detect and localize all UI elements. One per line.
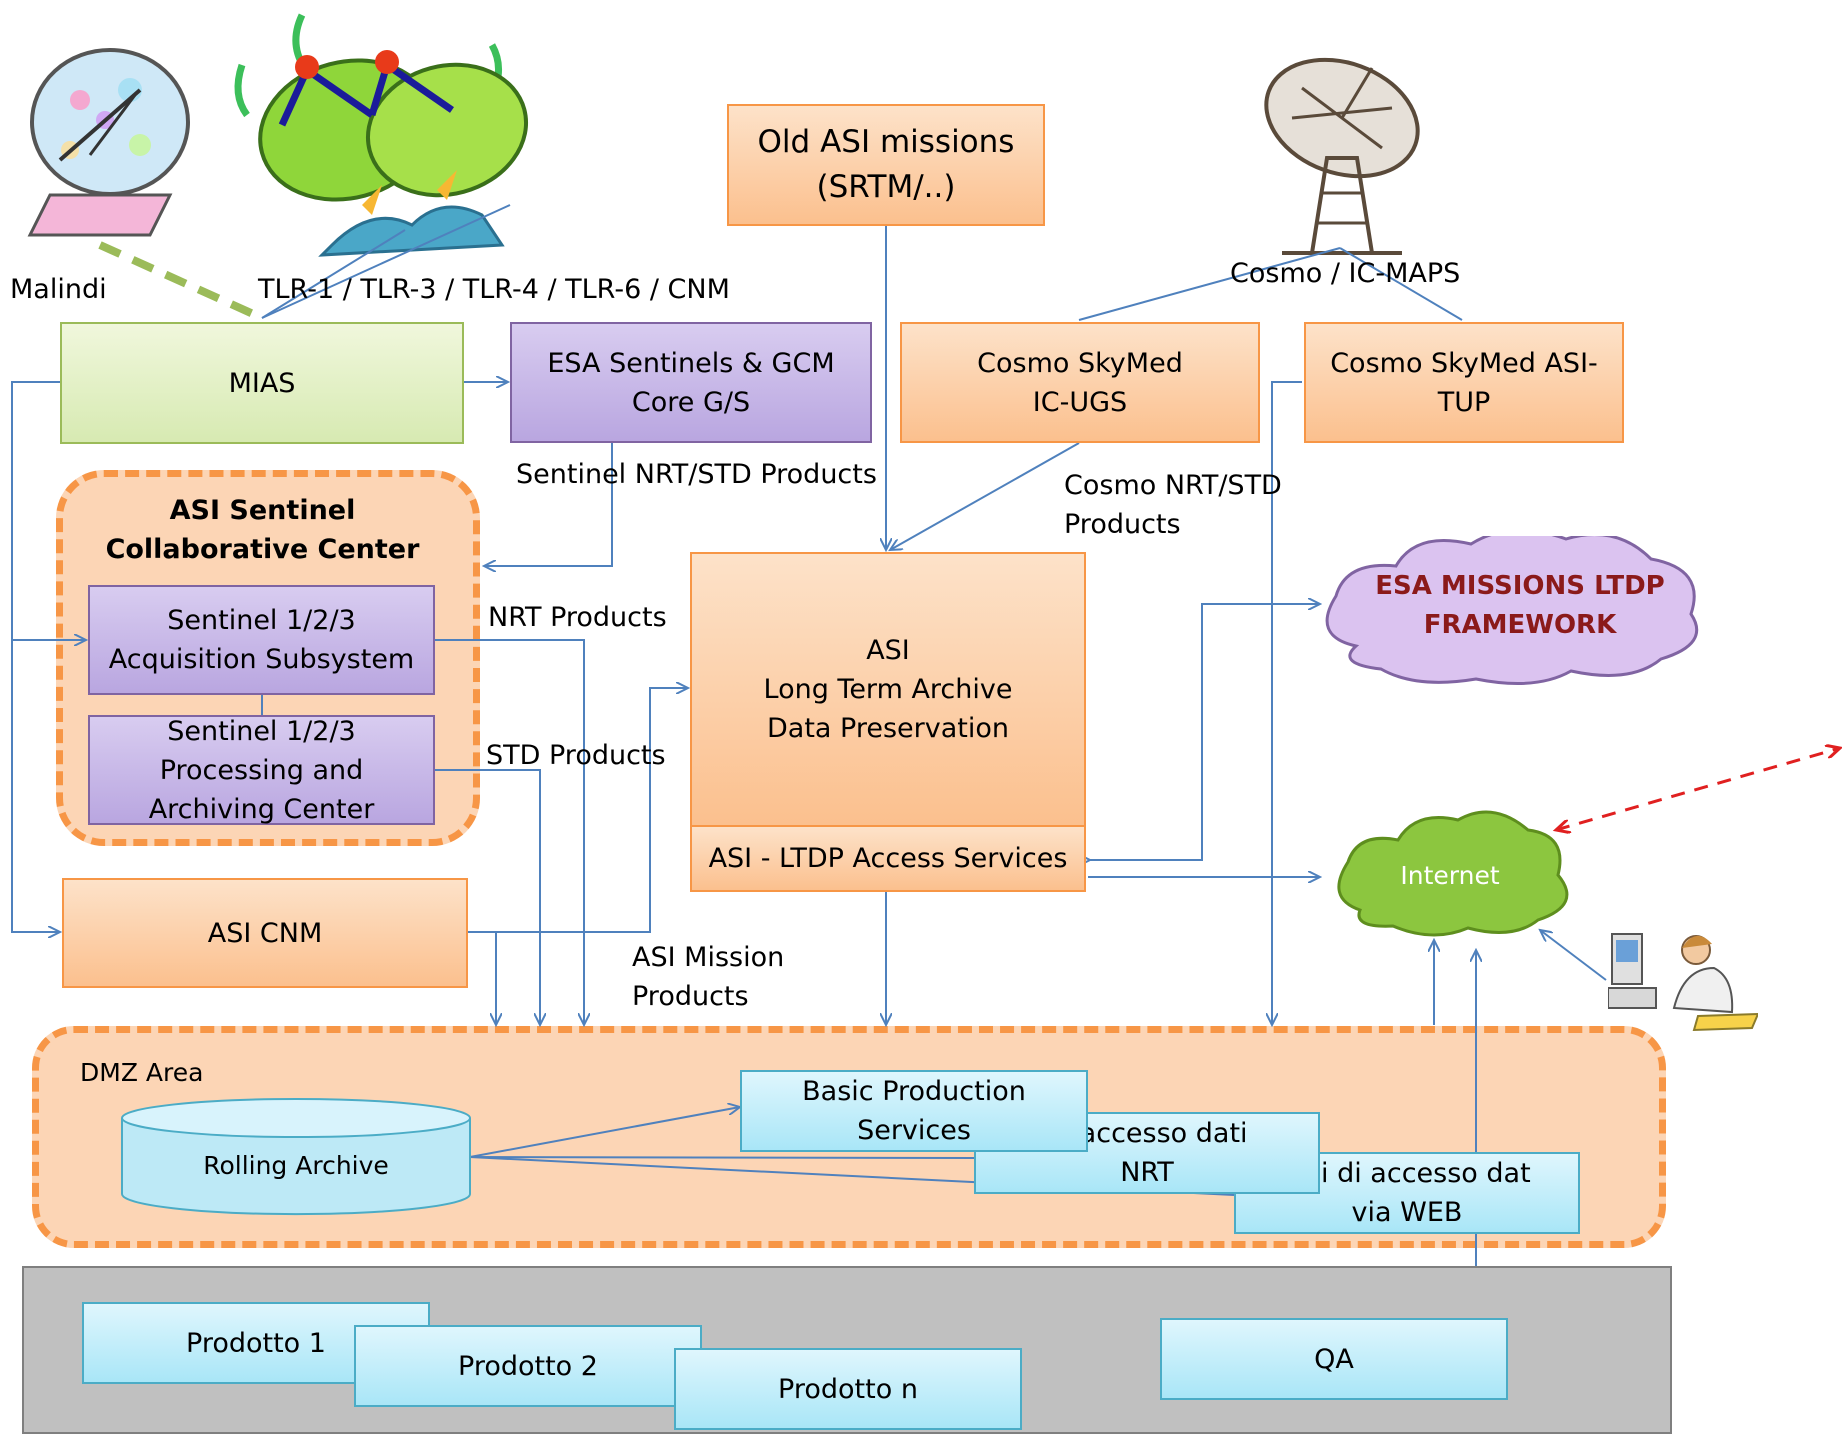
internet-label: Internet (1400, 860, 1500, 890)
cosmo-icmaps-label: Cosmo / IC-MAPS (1230, 258, 1461, 289)
radar-antenna-icon (1264, 57, 1420, 255)
std-products-label: STD Products (486, 740, 666, 771)
esa-ltdp-framework-label: ESA MISSIONS LTDP FRAMEWORK (1375, 571, 1665, 640)
cosmo-tup-box: Cosmo SkyMed ASI- TUP (1304, 322, 1624, 443)
tlr-stations-label: TLR-1 / TLR-3 / TLR-4 / TLR-6 / CNM (258, 274, 730, 305)
prodotto-n-box: Prodotto n (674, 1348, 1022, 1430)
esa-core-gs-box: ESA Sentinels & GCM Core G/S (510, 322, 872, 443)
ground-station-icon (234, 13, 529, 257)
processing-archiving-box: Sentinel 1/2/3 Processing and Archiving … (88, 715, 435, 825)
malindi-label: Malindi (10, 274, 107, 305)
acquisition-subsystem-box: Sentinel 1/2/3 Acquisition Subsystem (88, 585, 435, 695)
esa-ltdp-cloud (1325, 536, 1699, 685)
internet-cloud (1337, 810, 1569, 937)
ltdp-access-services-box: ASI - LTDP Access Services (690, 825, 1086, 892)
rolling-archive-label: Rolling Archive (203, 1150, 389, 1180)
user-at-computer-icon (1608, 933, 1758, 1032)
dmz-area-label: DMZ Area (80, 1058, 204, 1087)
malindi-link (98, 241, 264, 322)
asi-mission-products-label: ASI Mission Products (632, 942, 785, 1012)
cosmo-icugs-box: Cosmo SkyMed IC-UGS (900, 322, 1260, 443)
satellite-dish-icon (27, 48, 190, 237)
collaborative-center-title: ASI Sentinel Collaborative Center (105, 495, 420, 565)
cosmo-products-label: Cosmo NRT/STD Products (1064, 470, 1282, 540)
external-link (1556, 748, 1840, 830)
rolling-archive-cylinder (121, 1098, 471, 1216)
sentinel-products-label: Sentinel NRT/STD Products (516, 459, 877, 490)
mias-box: MIAS (60, 322, 464, 444)
nrt-access-services-box: di accesso dati NRT (974, 1112, 1320, 1194)
link-station-mias (261, 229, 406, 319)
prodotto-2-box: Prodotto 2 (354, 1325, 702, 1407)
basic-production-services-box: Basic Production Services (740, 1070, 1088, 1152)
old-asi-missions-box: Old ASI missions (SRTM/..) (727, 104, 1045, 226)
asi-cnm-box: ASI CNM (62, 878, 468, 988)
long-term-archive-box: ASI Long Term Archive Data Preservation (690, 552, 1086, 827)
nrt-products-label: NRT Products (488, 602, 667, 633)
qa-box: QA (1160, 1318, 1508, 1400)
